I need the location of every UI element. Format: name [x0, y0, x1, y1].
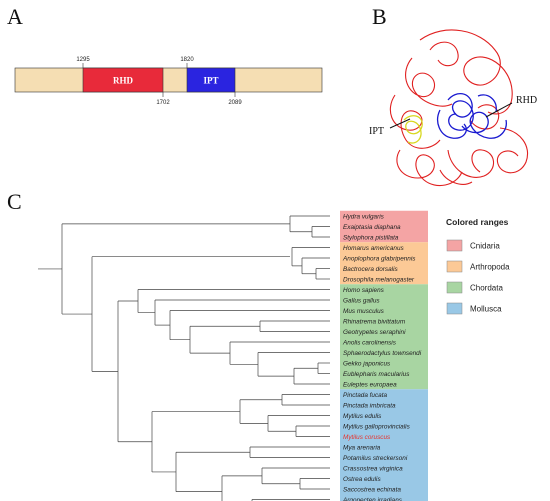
ipt-domain [186, 67, 236, 93]
clade-range-arthropoda [340, 242, 428, 285]
protein-backbone [14, 67, 323, 93]
taxon-label: Ostrea edulis [343, 476, 381, 483]
taxon-label: Mytilus coruscus [343, 434, 391, 441]
taxon-label: Rhinatrema bivittatum [343, 318, 406, 325]
panel-c-letter: C [7, 189, 22, 214]
taxon-label: Mytilus edulis [343, 413, 382, 420]
taxon-label: Homarus americanus [343, 245, 405, 252]
rhd-domain [82, 67, 164, 93]
legend-swatch-arthropoda [446, 260, 463, 273]
ipt-end-position: 2089 [228, 100, 242, 106]
domain-architecture: RHD IPT 1295 1820 1702 2089 [14, 57, 323, 106]
legend-swatch-mollusca [446, 302, 463, 315]
legend-label-chordata: Chordata [470, 284, 503, 293]
taxon-label: Homo sapiens [343, 287, 385, 294]
legend-swatch-cnidaria [446, 239, 463, 252]
clade-range-cnidaria [340, 210, 428, 243]
taxon-label: Crassostrea virginica [343, 465, 403, 472]
taxon-label: Hydra vulgaris [343, 213, 385, 220]
taxon-label: Saccostrea echinata [343, 486, 401, 493]
protein-structure-model: RHD IPT [369, 29, 537, 187]
taxon-label: Drosophila melanogaster [343, 276, 415, 283]
colored-ranges-legend: Colored ranges CnidariaArthropodaChordat… [446, 217, 510, 315]
ipt-domain-label: IPT [203, 76, 218, 86]
rhd-end-position: 1702 [156, 100, 170, 106]
ipt-pointer-line [389, 118, 411, 129]
taxon-label: Mya arenaria [343, 444, 381, 451]
rhd-pointer-line [485, 102, 513, 118]
taxon-label: Bactrocera dorsalis [343, 266, 399, 273]
structure-rhd-region [437, 93, 507, 139]
taxon-label: Potamilus streckersoni [343, 455, 408, 462]
legend-swatch-chordata [446, 281, 463, 294]
clade-range-mollusca [340, 389, 428, 501]
taxon-label: Pinctada imbricata [343, 402, 396, 409]
taxon-label: Gallus gallus [343, 297, 380, 304]
taxon-label: Anolis carolinensis [342, 339, 397, 346]
taxon-label: Euleptes europaea [343, 381, 397, 388]
clade-range-chordata [340, 284, 428, 390]
legend-title: Colored ranges [446, 217, 509, 227]
taxon-label: Geotrypetes seraphini [343, 329, 406, 336]
structure-main-chain [389, 29, 528, 187]
structure-ipt-region [403, 115, 423, 144]
taxon-label: Pinctada fucata [343, 392, 388, 399]
legend-label-arthropoda: Arthropoda [470, 263, 510, 272]
taxon-label: Mytilus galloprovincialis [343, 423, 411, 430]
taxon-label: Stylophora pistillata [343, 234, 399, 241]
panel-b-letter: B [372, 4, 387, 29]
rhd-start-position: 1295 [76, 57, 90, 63]
structure-ipt-label: IPT [369, 126, 384, 137]
ipt-start-position: 1820 [180, 57, 194, 63]
taxon-label: Argopecten irradians [342, 497, 403, 501]
taxon-label: Mus musculus [343, 308, 385, 315]
taxon-label: Anoplophora glabripennis [342, 255, 416, 262]
legend-label-cnidaria: Cnidaria [470, 242, 500, 251]
taxon-label: Eublepharis macularius [343, 371, 410, 378]
taxon-label: Gekko japonicus [343, 360, 391, 367]
panel-a-letter: A [7, 4, 23, 29]
rhd-domain-label: RHD [113, 76, 134, 86]
structure-rhd-label: RHD [516, 95, 537, 106]
taxon-label: Exaiptasia diaphana [343, 224, 401, 231]
legend-label-mollusca: Mollusca [470, 305, 502, 314]
taxon-label: Sphaerodactylus townsendi [343, 350, 422, 357]
